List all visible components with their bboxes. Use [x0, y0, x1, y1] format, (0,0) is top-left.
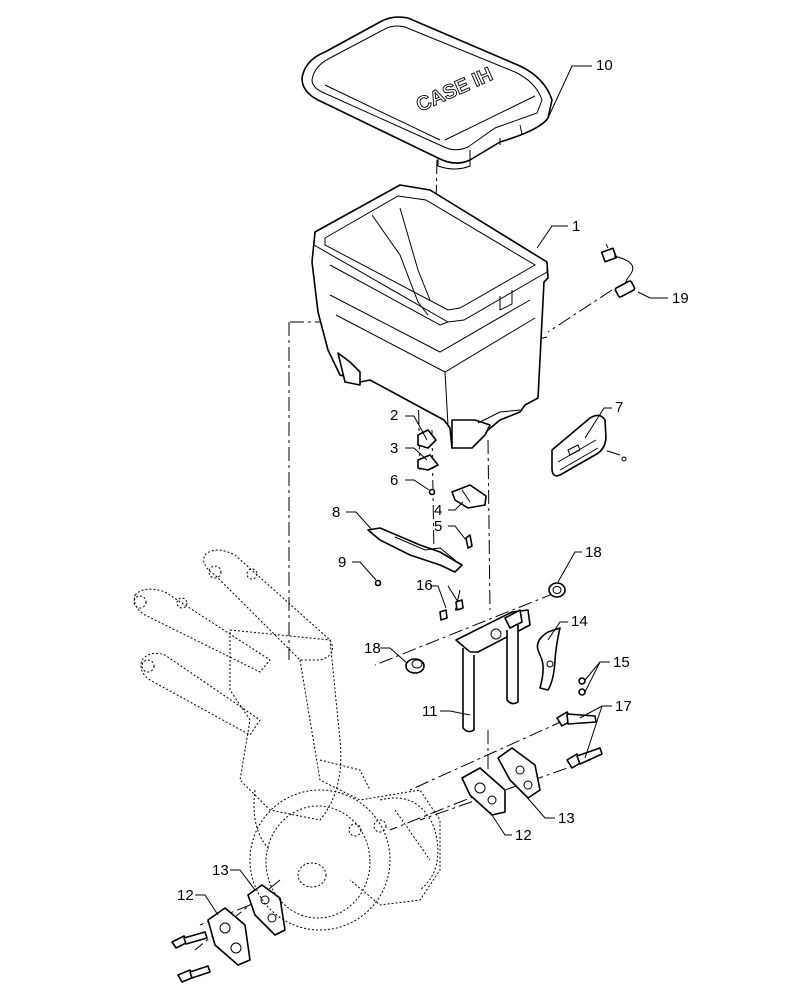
- small-hardware-parts: [367, 429, 487, 621]
- row-unit-frame: [133, 549, 441, 931]
- plug-part-18: [405, 582, 566, 674]
- callout-2: 2: [390, 407, 398, 424]
- callout-12-right: 12: [515, 827, 532, 844]
- callout-5: 5: [434, 518, 442, 535]
- callout-16: 16: [416, 577, 433, 594]
- callout-18-upper: 18: [585, 544, 602, 561]
- callout-19: 19: [672, 290, 689, 307]
- latch-cover-part-7: [551, 414, 627, 477]
- leader-lines: [195, 65, 668, 916]
- callout-7: 7: [615, 399, 623, 416]
- callout-3: 3: [390, 440, 398, 457]
- callout-17: 17: [615, 698, 632, 715]
- callout-4: 4: [434, 502, 442, 519]
- callout-14: 14: [571, 613, 588, 630]
- screw-part-15: [578, 677, 586, 696]
- bolt-part-17: [556, 711, 603, 769]
- callout-9: 9: [338, 554, 346, 571]
- clip-part-14: [536, 627, 561, 691]
- callout-10: 10: [596, 57, 613, 74]
- callout-18-lower: 18: [364, 640, 381, 657]
- bracket-part-11: [455, 609, 531, 733]
- scraper-plates-right: [461, 747, 541, 816]
- callout-15: 15: [613, 654, 630, 671]
- scraper-plates-left: [171, 884, 286, 983]
- callout-13-left: 13: [212, 862, 229, 879]
- callout-13-right: 13: [558, 810, 575, 827]
- callout-12-left: 12: [177, 887, 194, 904]
- callout-6: 6: [390, 472, 398, 489]
- callout-1: 1: [572, 218, 580, 235]
- hopper-part-1: [311, 184, 549, 449]
- callout-labels: 10 1 19 7 2 3 6 4 5 8 9 16 18 18 14 15 1…: [177, 57, 689, 904]
- callout-11: 11: [422, 703, 438, 720]
- callout-8: 8: [332, 504, 340, 521]
- lid-part-10: CASE IH: [301, 16, 553, 170]
- sensor-harness-part-19: [600, 243, 636, 298]
